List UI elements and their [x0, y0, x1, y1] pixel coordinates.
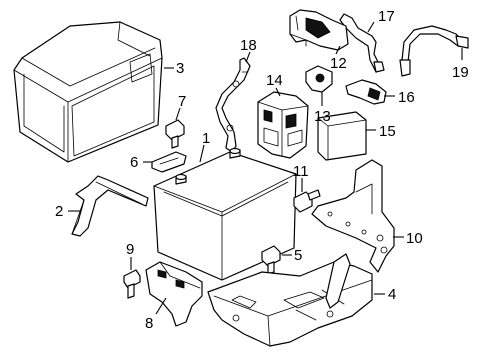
leader-lines	[68, 21, 463, 315]
part-6-clamp	[151, 151, 187, 173]
callout-7: 7	[178, 93, 186, 110]
callout-3: 3	[176, 60, 184, 77]
leader-1	[199, 144, 205, 163]
part-7-bolt	[165, 119, 185, 149]
callout-labels: 3 1 2 4 5 6 7 8 9 10 11 12 13 14 15 16 1…	[55, 8, 469, 332]
part-3-battery-cover	[13, 21, 163, 163]
part-2-hold-down	[71, 175, 149, 237]
part-19-battery-cable	[399, 25, 469, 77]
callout-10: 10	[406, 230, 423, 247]
leader-8	[155, 297, 167, 315]
callout-18: 18	[240, 37, 257, 54]
callout-2: 2	[55, 203, 63, 220]
part-11-bolt	[293, 189, 321, 213]
part-1-battery	[153, 147, 297, 281]
part-12-fuse-bracket	[289, 9, 349, 51]
callout-8: 8	[145, 315, 153, 332]
callout-16: 16	[398, 89, 415, 106]
callout-6: 6	[130, 154, 138, 171]
part-9-bolt	[123, 269, 141, 299]
callout-4: 4	[388, 286, 396, 303]
callout-15: 15	[379, 123, 396, 140]
callout-11: 11	[293, 163, 309, 180]
part-15-fuse-cover	[317, 111, 367, 161]
part-14-fuse-block	[257, 91, 309, 159]
callout-12: 12	[330, 55, 347, 72]
part-16-terminal-cover	[345, 79, 387, 105]
part-5-bolt	[261, 245, 281, 275]
leader-7	[175, 107, 181, 121]
leader-14	[275, 87, 281, 97]
leader-18	[245, 51, 251, 63]
part-13-terminal	[305, 65, 333, 93]
callout-17: 17	[378, 8, 395, 25]
leader-12	[335, 45, 341, 55]
part-17-cable	[339, 13, 385, 73]
callout-14: 14	[266, 72, 283, 89]
callout-5: 5	[294, 247, 302, 264]
callout-1: 1	[202, 130, 210, 147]
part-4-battery-tray	[207, 253, 373, 347]
part-18-harness	[215, 57, 251, 153]
part-10-bracket	[311, 159, 395, 273]
part-8-support	[145, 261, 203, 327]
callout-9: 9	[126, 241, 134, 258]
leader-17	[367, 21, 375, 33]
callout-19: 19	[452, 64, 469, 81]
callout-13: 13	[314, 108, 331, 125]
